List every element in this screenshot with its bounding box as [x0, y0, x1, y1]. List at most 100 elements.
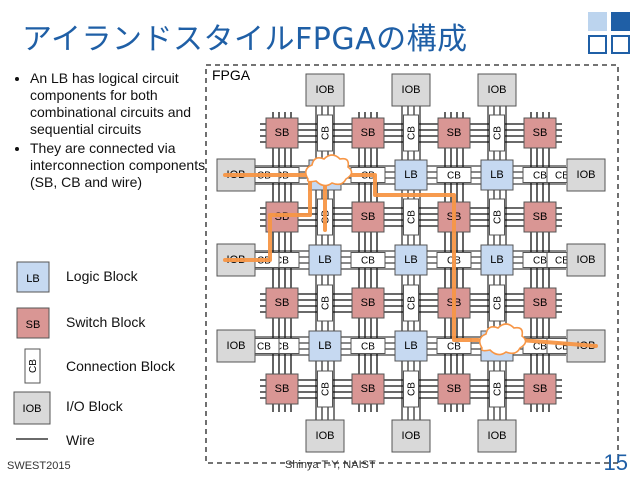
switch-block-box [351, 201, 385, 233]
bullet-list: An LB has logical circuit components for… [12, 70, 207, 193]
connection-block-label: CB [493, 210, 504, 224]
switch-block-label: SB [361, 211, 376, 223]
legend-lb-label: LB [26, 273, 39, 285]
connection-block-label: CB [533, 342, 547, 353]
connection-block-label: CB [533, 256, 547, 267]
io-block-label: IOB [577, 169, 596, 181]
io-block-box [305, 73, 345, 107]
connection-block-label: CB [321, 382, 332, 396]
logic-block-label: LB [404, 340, 417, 352]
connection-block-label: CB [533, 171, 547, 182]
switch-block-box [351, 287, 385, 319]
logic-block-box [394, 159, 428, 191]
connection-block-box [317, 114, 333, 152]
logic-block-label: LB [490, 254, 503, 266]
connection-block-label: CB [275, 342, 289, 353]
switch-block-box [523, 117, 557, 149]
connection-block-label: CB [447, 342, 461, 353]
connection-block-label: CB [257, 342, 271, 353]
connection-block-label: CB [493, 296, 504, 310]
legend-text-cb: Connection Block [66, 358, 175, 374]
route-layer [223, 154, 598, 356]
switch-block-box [523, 287, 557, 319]
legend-sb-label: SB [26, 319, 41, 331]
connection-block-box [317, 284, 333, 322]
logic-block-box [308, 330, 342, 362]
switch-block-label: SB [447, 127, 462, 139]
io-block-box [391, 73, 431, 107]
switch-block-label: SB [275, 127, 290, 139]
io-block-label: IOB [488, 84, 507, 96]
io-block-label: IOB [577, 254, 596, 266]
switch-block-box [265, 117, 299, 149]
legend-text-lb: Logic Block [66, 268, 138, 284]
logo-icon [588, 12, 634, 58]
switch-block-box [351, 117, 385, 149]
io-block-box [566, 243, 606, 277]
connection-block-box [403, 114, 419, 152]
connection-block-box [489, 198, 505, 236]
connection-block-box [403, 284, 419, 322]
switch-block-label: SB [361, 383, 376, 395]
connection-block-label: CB [447, 171, 461, 182]
connection-block-label: CB [555, 171, 569, 182]
connection-block-box [436, 167, 472, 183]
connection-block-label: CB [407, 210, 418, 224]
io-block-box [391, 419, 431, 453]
logic-block-box [480, 244, 514, 276]
io-block-label: IOB [488, 430, 507, 442]
logic-block-label: LB [318, 254, 331, 266]
routed-path [223, 173, 598, 348]
connection-block-label: CB [361, 256, 375, 267]
legend-text-sb: Switch Block [66, 314, 146, 330]
switch-block-label: SB [275, 383, 290, 395]
switch-block-label: SB [447, 383, 462, 395]
switch-block-box [437, 373, 471, 405]
switch-block-label: SB [275, 297, 290, 309]
connection-block-label: CB [361, 342, 375, 353]
legend-lb-swatch [16, 261, 50, 293]
switch-block-box [351, 373, 385, 405]
logic-block-label: LB [490, 169, 503, 181]
io-block-label: IOB [316, 430, 335, 442]
logic-block-label: LB [318, 340, 331, 352]
switch-block-label: SB [361, 127, 376, 139]
legend-sb-swatch [16, 307, 50, 339]
connection-block-label: CB [555, 256, 569, 267]
bullet-item: An LB has logical circuit components for… [30, 70, 207, 138]
io-block-box [477, 73, 517, 107]
block-layer: SB CB SB CB SB CB SB CB LB CB LB CB LB CB SB CB SB CB SB CB… [216, 73, 606, 453]
logic-block-box [394, 244, 428, 276]
legend-cb-swatch [24, 348, 41, 384]
connection-block-label: CB [493, 126, 504, 140]
logic-block-box [308, 244, 342, 276]
connection-block-label: CB [407, 382, 418, 396]
io-block-label: IOB [402, 430, 421, 442]
switch-block-label: SB [533, 127, 548, 139]
connection-block-box [317, 370, 333, 408]
connection-block-label: CB [407, 126, 418, 140]
legend-cb-label: CB [28, 359, 39, 373]
connection-block-box [350, 252, 386, 268]
legend-iob-label: IOB [23, 403, 42, 415]
legend-text-wire: Wire [66, 432, 95, 448]
bullet-item: They are connected via interconnection c… [30, 140, 207, 191]
connection-block-box [489, 284, 505, 322]
io-block-box [566, 158, 606, 192]
connection-block-label: CB [275, 256, 289, 267]
switch-block-box [523, 201, 557, 233]
footer-event: SWEST2015 [7, 460, 71, 472]
switch-block-box [265, 373, 299, 405]
logic-block-label: LB [404, 254, 417, 266]
connection-block-box [489, 370, 505, 408]
switch-block-box [523, 373, 557, 405]
page-number: 15 [603, 450, 628, 475]
switch-block-label: SB [533, 211, 548, 223]
connection-block-label: CB [321, 126, 332, 140]
connection-block-box [350, 338, 386, 354]
switch-block-label: SB [361, 297, 376, 309]
legend-iob-swatch [13, 391, 51, 425]
legend-text-iob: I/O Block [66, 398, 123, 414]
switch-block-box [437, 117, 471, 149]
logic-block-box [394, 330, 428, 362]
